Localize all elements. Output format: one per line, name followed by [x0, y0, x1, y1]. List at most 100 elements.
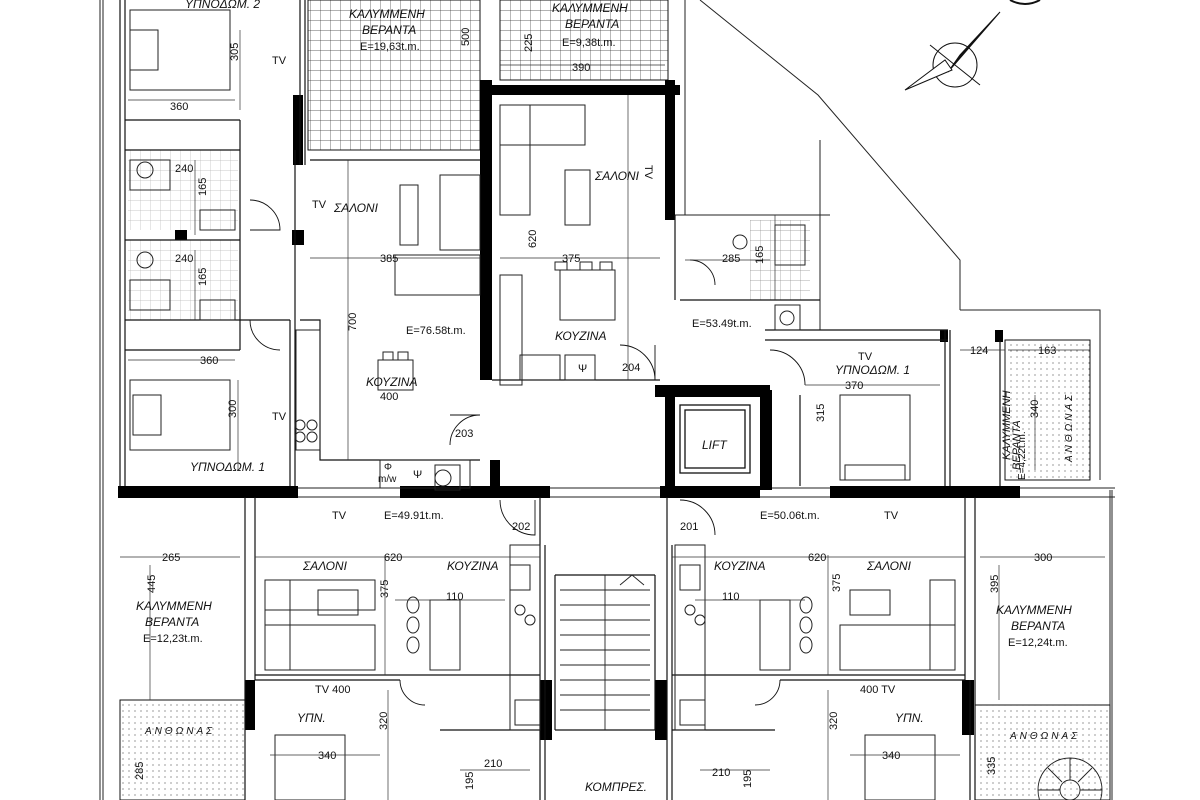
- veranda-2-label: ΚΑΛΥΜΜΕΝΗ: [552, 1, 628, 15]
- lift-shaft: [679, 404, 751, 474]
- living-room-label-mid: ΣΑΛΟΝΙ: [594, 169, 640, 183]
- veranda-bottom-right-label-b: ΒΕΡΑΝΤΑ: [1011, 619, 1065, 633]
- dim-320-right: 320: [828, 712, 840, 730]
- tv-label-2: TV: [312, 199, 327, 211]
- veranda-bottom-left-area: E=12,23t.m.: [143, 633, 203, 645]
- tv400-left: TV 400: [315, 684, 350, 696]
- dim-165-a: 165: [197, 178, 209, 196]
- north-arrow-icon: [904, 11, 1001, 91]
- dim-340-right: 340: [882, 750, 900, 762]
- dimension-lines: [120, 30, 1105, 800]
- planter-bottom-left-label: ΑΝΘΩΝΑΣ: [144, 726, 215, 737]
- door-202: 202: [512, 521, 530, 533]
- dim-315: 315: [815, 404, 827, 422]
- area-bottom-right: E=50.06t.m.: [760, 510, 820, 522]
- tv400-right: 400 TV: [860, 684, 896, 696]
- furniture: [129, 9, 956, 800]
- dim-225: 225: [523, 34, 535, 52]
- veranda-top-mid-hatch: [499, 0, 669, 81]
- kitchen-counters: [295, 274, 706, 731]
- door-204: 204: [622, 362, 640, 374]
- bedroom-1-label-left: ΥΠΝΟΔΩΜ. 1: [190, 460, 265, 474]
- veranda-bottom-left-label-b: ΒΕΡΑΝΤΑ: [145, 615, 199, 629]
- dim-163: 163: [1038, 345, 1056, 357]
- sink-symbol-left: Ψ: [413, 469, 422, 481]
- interior-walls: [119, 0, 1001, 800]
- dim-620-mid: 620: [527, 230, 539, 248]
- tv-label: TV: [272, 55, 287, 67]
- bedroom-bottom-right-label: ΥΠΝ.: [895, 711, 924, 725]
- dim-110-left: 110: [446, 591, 464, 603]
- dim-165-c: 165: [754, 246, 766, 264]
- dim-195-left: 195: [464, 772, 476, 790]
- spiral-stair-icon: [1037, 757, 1103, 800]
- dim-360-a: 360: [170, 101, 188, 113]
- dim-375-mid: 375: [562, 253, 580, 265]
- veranda-top-left-hatch: [307, 0, 481, 151]
- dim-395: 395: [989, 575, 1001, 593]
- dim-390: 390: [572, 62, 590, 74]
- dim-370: 370: [845, 380, 863, 392]
- dim-375-left: 375: [379, 580, 391, 598]
- dim-300-a: 300: [227, 400, 239, 418]
- stairs: [560, 574, 650, 730]
- veranda-1-label-b: ΒΕΡΑΝΤΑ: [362, 23, 416, 37]
- kitchen-label-mid: ΚΟΥΖΙΝΑ: [555, 329, 606, 343]
- bedroom-2-label: ΥΠΝΟΔΩΜ. 2: [185, 0, 260, 11]
- veranda-small-label: ΚΑΛΥΜΜΕΝΗ: [1001, 390, 1013, 460]
- dim-210-right: 210: [712, 767, 730, 779]
- microwave-label: m/w: [378, 474, 397, 485]
- area-mid-apartment: E=53.49t.m.: [692, 318, 752, 330]
- dim-285: 285: [722, 253, 740, 265]
- veranda-1-label: ΚΑΛΥΜΜΕΝΗ: [349, 7, 425, 21]
- dining-chairs: [382, 261, 813, 654]
- door-203: 203: [455, 428, 473, 440]
- dim-285-bottom-left: 285: [134, 762, 146, 780]
- planter-bottom-right-hatch: [974, 704, 1111, 800]
- bedroom-bottom-left-label: ΥΠΝ.: [297, 711, 326, 725]
- veranda-1-area: E=19,63t.m.: [360, 41, 420, 53]
- veranda-small-label-b: ΒΕΡΑΝΤΑ: [1011, 420, 1023, 470]
- tv-label-3: TV: [272, 411, 287, 423]
- sink-symbol-mid: Ψ: [578, 363, 587, 375]
- dim-375-right: 375: [831, 574, 843, 592]
- dim-340-left: 340: [318, 750, 336, 762]
- bed-icon: [129, 9, 231, 91]
- door-swings: [249, 199, 806, 706]
- dim-340-vertical: 340: [1029, 400, 1041, 418]
- living-room-label-bottom-left: ΣΑΛΟΝΙ: [302, 559, 348, 573]
- lift-label: LIFT: [702, 438, 728, 452]
- north-mark-icon: [1009, 0, 1041, 5]
- dim-265: 265: [162, 552, 180, 564]
- dim-445: 445: [146, 575, 158, 593]
- veranda-small-area: E=4,22t.m.: [1017, 431, 1028, 480]
- veranda-2-label-b: ΒΕΡΑΝΤΑ: [565, 17, 619, 31]
- dim-110-right: 110: [722, 591, 740, 603]
- kitchen-label-left: ΚΟΥΖΙΝΑ: [366, 375, 417, 389]
- living-room-label-left: ΣΑΛΟΝΙ: [333, 201, 379, 215]
- dim-124: 124: [970, 345, 988, 357]
- kitchen-label-bottom-right: ΚΟΥΖΙΝΑ: [714, 559, 765, 573]
- bedroom-1-label-right: ΥΠΝΟΔΩΜ. 1: [835, 363, 910, 377]
- tv-label-4: TV: [642, 165, 654, 180]
- tv-label-7: TV: [884, 510, 899, 522]
- dim-360-b: 360: [200, 355, 218, 367]
- kitchen-label-bottom-left: ΚΟΥΖΙΝΑ: [447, 559, 498, 573]
- dim-305: 305: [229, 43, 241, 61]
- dim-195-right: 195: [742, 770, 754, 788]
- tv-label-5: TV: [858, 351, 873, 363]
- dim-300-right: 300: [1034, 552, 1052, 564]
- veranda-2-area: E=9,38t.m.: [562, 37, 616, 49]
- planter-label-vertical: ΑΝΘΩΝΑΣ: [1064, 392, 1075, 463]
- living-room-label-bottom-right: ΣΑΛΟΝΙ: [866, 559, 912, 573]
- dim-620-right: 620: [808, 552, 826, 564]
- dim-210-left: 210: [484, 758, 502, 770]
- dim-500: 500: [460, 28, 472, 46]
- dim-240-a: 240: [175, 163, 193, 175]
- planter-right-hatch: [1004, 339, 1091, 481]
- door-201: 201: [680, 521, 698, 533]
- veranda-bottom-right-label: ΚΑΛΥΜΜΕΝΗ: [996, 603, 1072, 617]
- tv-label-6: TV: [332, 510, 347, 522]
- planter-bottom-right-label: ΑΝΘΩΝΑΣ: [1009, 731, 1080, 742]
